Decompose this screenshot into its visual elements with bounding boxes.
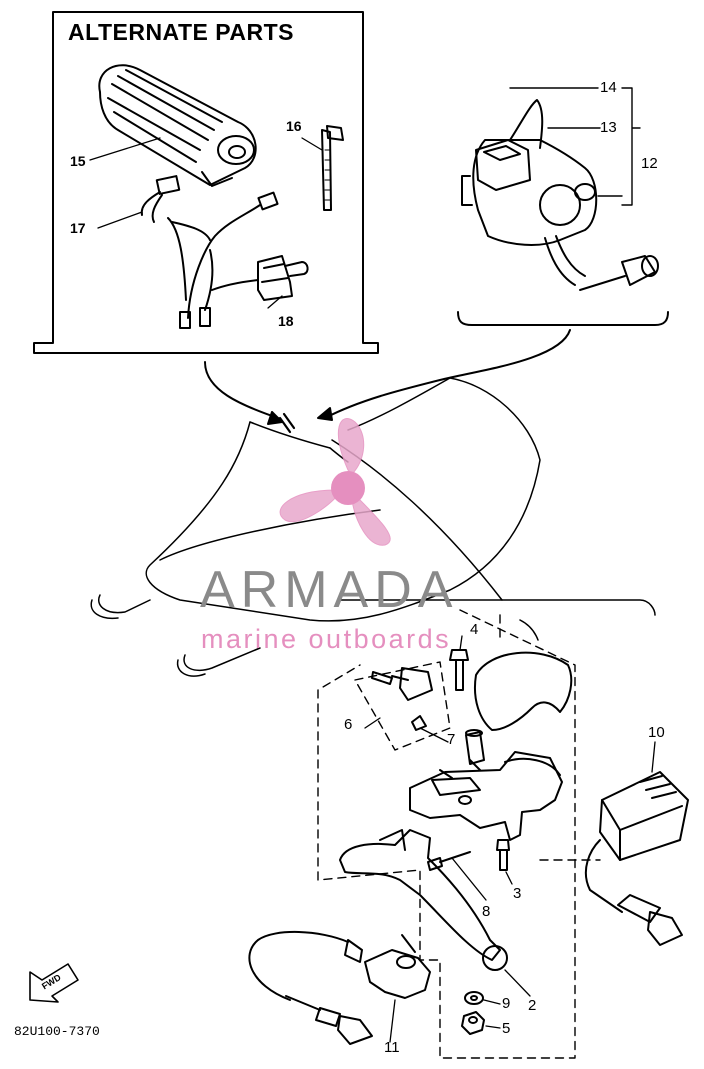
grip-part-15 xyxy=(98,64,257,187)
throttle-lever xyxy=(339,829,508,971)
lever-cover xyxy=(474,651,573,731)
callout-10: 10 xyxy=(648,724,665,741)
leader-alt-to-hood xyxy=(204,361,279,419)
callout-16: 16 xyxy=(286,118,302,134)
pin-part-4 xyxy=(449,649,469,691)
watermark-brand-name: ARMADA xyxy=(200,561,459,619)
watermark-tagline: marine outboards xyxy=(201,624,452,654)
throttle-bracket xyxy=(409,751,563,841)
leader-15 xyxy=(89,137,161,161)
leader-16 xyxy=(301,137,323,151)
callout-14: 14 xyxy=(600,79,617,96)
switch-harness-part-18 xyxy=(167,191,309,329)
callout-7: 7 xyxy=(447,731,456,748)
unit-part-10 xyxy=(584,771,689,946)
leader-2 xyxy=(504,969,531,997)
bracket-12-14 xyxy=(509,87,641,206)
watermark-propeller-icon xyxy=(279,418,391,546)
collar-part-7 xyxy=(465,729,485,765)
sensor-part-11 xyxy=(248,931,431,1045)
callout-15: 15 xyxy=(70,153,86,169)
leader-6-7 xyxy=(364,717,449,743)
callout-13: 13 xyxy=(600,119,617,136)
alternate-parts-box xyxy=(33,11,379,354)
screw-part-3 xyxy=(496,839,510,871)
leader-8 xyxy=(451,857,487,901)
bolt-part-6 xyxy=(371,667,433,731)
callout-11: 11 xyxy=(384,1039,400,1056)
leader-switch-to-hood xyxy=(324,329,571,419)
leader-10 xyxy=(651,741,656,773)
leader-9 xyxy=(483,999,501,1005)
washer-part-9 xyxy=(464,991,484,1005)
callout-2: 2 xyxy=(528,997,537,1014)
leader-11 xyxy=(389,999,396,1043)
leader-17 xyxy=(97,211,143,229)
callout-3: 3 xyxy=(513,885,522,902)
leader-5 xyxy=(485,1025,501,1029)
leader-4 xyxy=(459,635,463,651)
cable-tie-part-16 xyxy=(321,125,344,211)
callout-12: 12 xyxy=(641,155,658,172)
callout-17: 17 xyxy=(70,220,86,236)
lead-wire-part-17 xyxy=(140,175,181,223)
assembly-dashed-outline xyxy=(317,609,601,1059)
alternate-parts-title: ALTERNATE PARTS xyxy=(68,19,294,45)
callout-4: 4 xyxy=(470,621,479,638)
leader-18 xyxy=(267,295,283,309)
nut-part-5 xyxy=(461,1011,485,1035)
starter-switch-box xyxy=(457,99,669,326)
fwd-arrow xyxy=(29,963,79,1003)
leader-3 xyxy=(505,871,513,885)
screw-part-8 xyxy=(427,851,471,871)
callout-8: 8 xyxy=(482,903,491,920)
callout-9: 9 xyxy=(502,995,511,1012)
callout-5: 5 xyxy=(502,1020,511,1037)
callout-18: 18 xyxy=(278,313,294,329)
hood-outline xyxy=(90,377,656,677)
diagram-part-number: 82U100-7370 xyxy=(14,1024,100,1039)
callout-6: 6 xyxy=(344,716,353,733)
